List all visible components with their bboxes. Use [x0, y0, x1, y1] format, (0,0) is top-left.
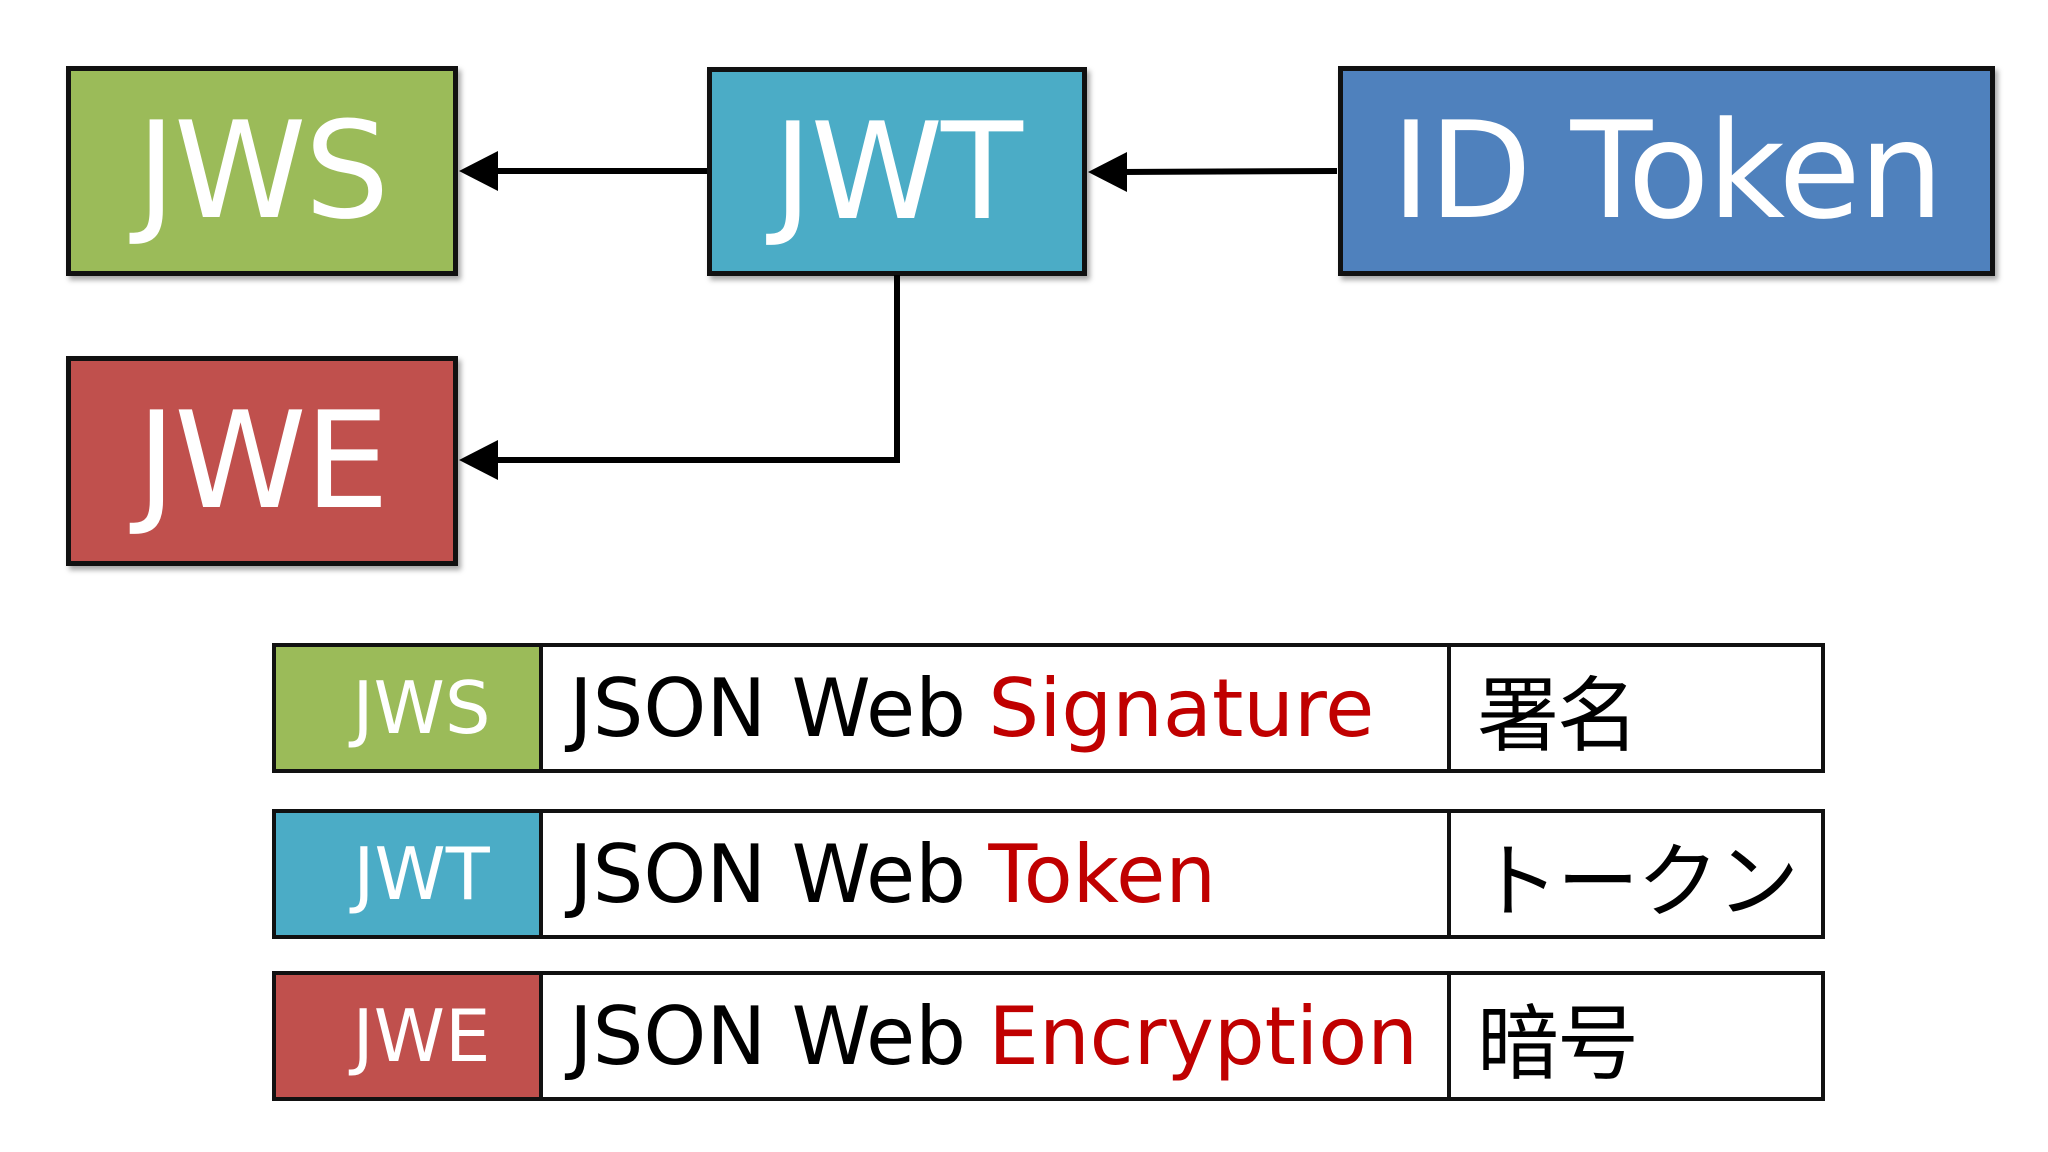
legend-abbr-jwe: JWE [276, 975, 543, 1097]
legend-prefix: JSON Web [569, 827, 967, 921]
node-jws-label: JWS [136, 93, 389, 249]
node-id-token-label: ID Token [1391, 93, 1944, 249]
legend-highlight: Token [988, 827, 1217, 921]
node-jwt: JWT [707, 67, 1087, 276]
node-jwe-label: JWE [136, 383, 390, 539]
arrow-head-jwe [459, 440, 498, 480]
arrow-head-jwt [1088, 152, 1127, 192]
node-jws: JWS [66, 66, 458, 276]
legend-abbr-jws: JWS [276, 647, 543, 769]
arrow-head-jws [459, 151, 498, 191]
legend-japanese-jwt: トークン [1477, 834, 1799, 930]
legend-prefix: JSON Web [569, 661, 967, 755]
node-id-token: ID Token [1338, 66, 1995, 276]
legend-highlight: Encryption [988, 989, 1418, 1083]
legend-abbr-jwt: JWT [276, 813, 543, 935]
node-jwt-label: JWT [773, 93, 1023, 250]
arrow-jwt-to-jwe [492, 275, 900, 463]
legend-prefix: JSON Web [569, 989, 967, 1083]
node-jwe: JWE [66, 356, 458, 566]
legend-japanese-jwe: 暗号 [1477, 996, 1639, 1092]
legend-japanese-jws: 署名 [1477, 668, 1639, 764]
legend-highlight: Signature [988, 661, 1375, 755]
arrow-id-token-to-jwt [1119, 168, 1338, 175]
